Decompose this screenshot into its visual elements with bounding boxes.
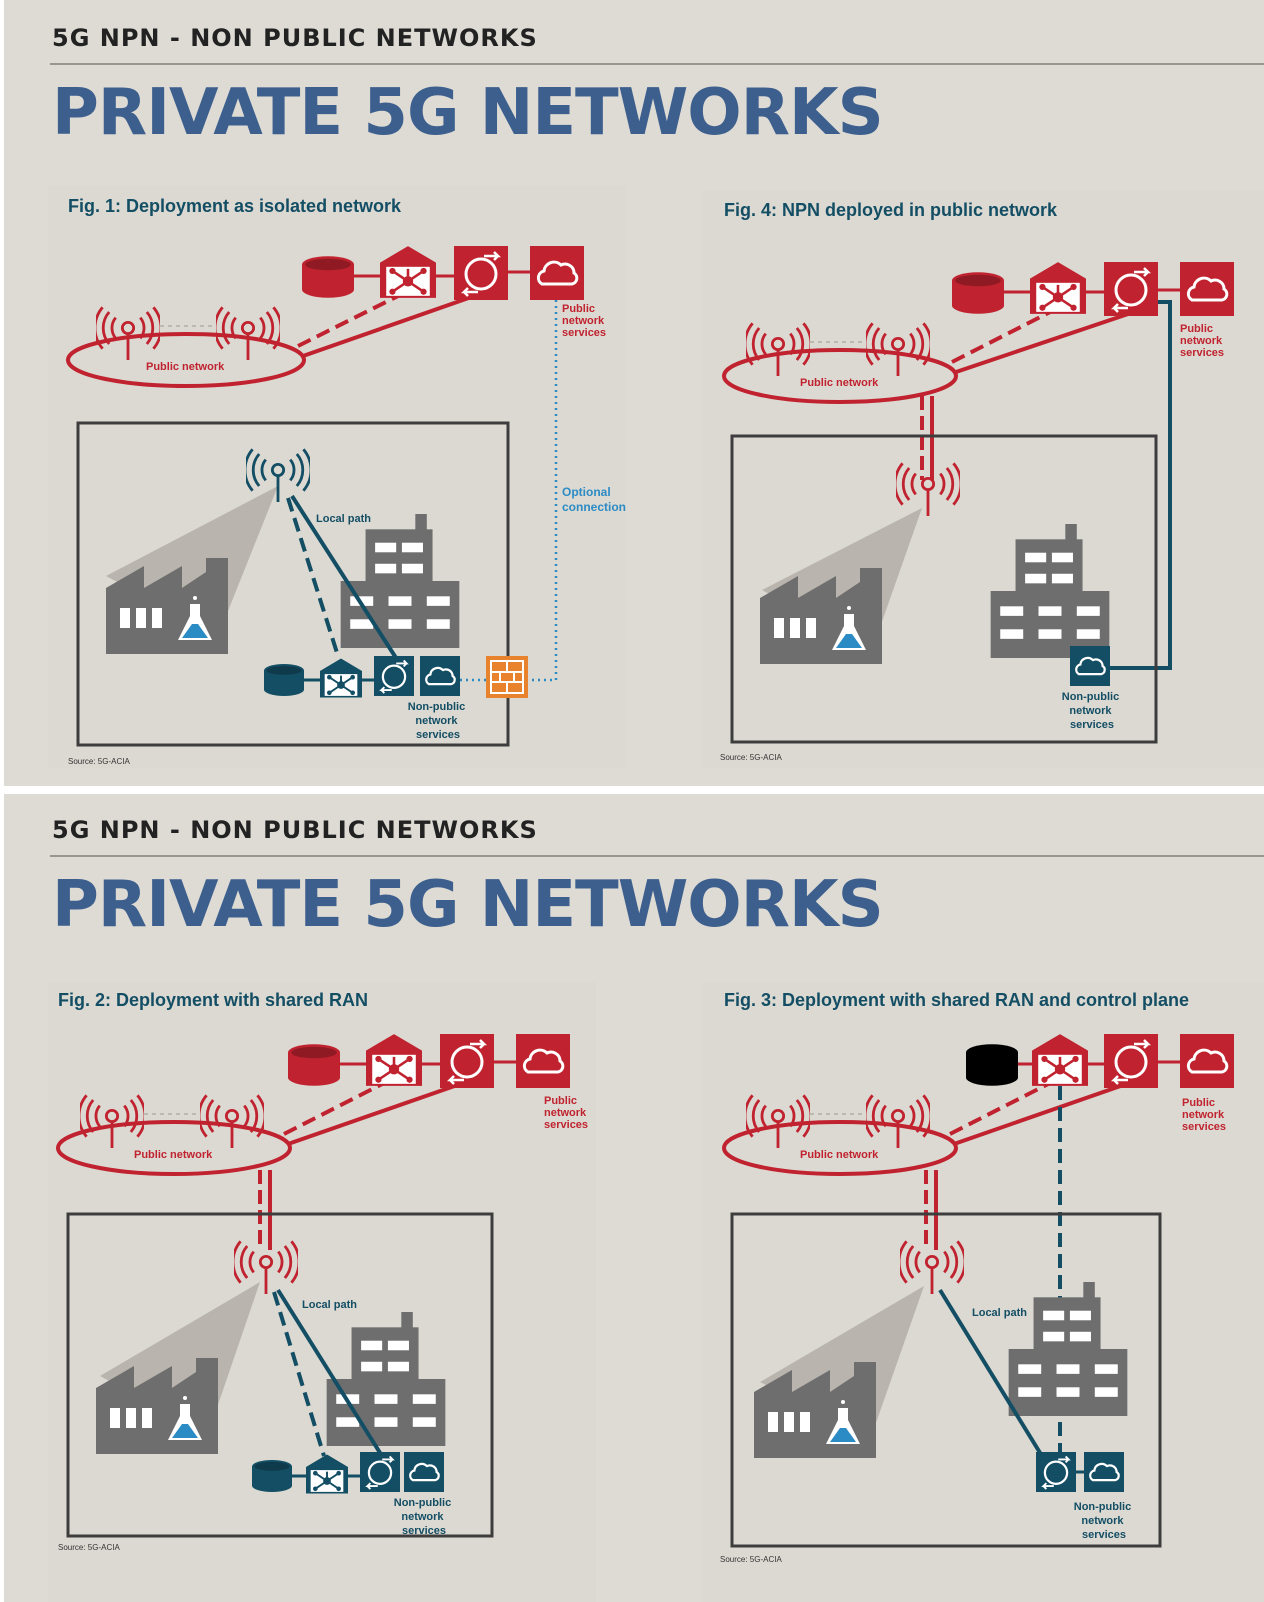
database-icon (966, 1044, 1018, 1086)
public-network-ellipse (722, 348, 958, 404)
cloud-icon (1070, 646, 1110, 686)
cloud-icon (420, 656, 460, 696)
public-services-label: Public network services (544, 1095, 589, 1131)
database-icon (952, 272, 1004, 314)
router-icon (360, 1452, 400, 1492)
figure-title: Fig. 1: Deployment as isolated network (68, 196, 402, 216)
local-path-label: Local path (316, 513, 371, 525)
slide-bottom: 5G NPN - NON PUBLIC NETWORKS PRIVATE 5G … (4, 794, 1264, 1602)
public-services-label: Public network services (562, 303, 607, 339)
source-label: Source: 5G-ACIA (68, 757, 130, 766)
slide-kicker: 5G NPN - NON PUBLIC NETWORKS (52, 816, 538, 844)
optional-connection-label: Optional connection (562, 485, 626, 514)
public-network-label: Public network (146, 361, 225, 373)
database-icon (252, 1460, 292, 1492)
router-icon (1104, 1034, 1158, 1088)
source-label: Source: 5G-ACIA (720, 753, 782, 762)
cloud-icon (530, 246, 584, 300)
public-services-label: Public network services (1182, 1097, 1227, 1133)
database-icon (302, 256, 354, 298)
private-site-boundary (730, 1212, 1162, 1548)
figure-4-npn-in-public-network: Fig. 4: NPN deployed in public network P… (702, 190, 1264, 768)
figure-title: Fig. 3: Deployment with shared RAN and c… (724, 990, 1189, 1010)
figure-title: Fig. 2: Deployment with shared RAN (58, 990, 368, 1010)
cloud-icon (516, 1034, 570, 1088)
public-services-label: Public network services (1180, 323, 1225, 359)
router-icon (440, 1034, 494, 1088)
nonpublic-services-label: Non-public network services (394, 1497, 455, 1537)
firewall-icon (486, 656, 528, 698)
router-icon (1104, 262, 1158, 316)
nonpublic-services-label: Non-public network services (1062, 691, 1123, 731)
public-network-label: Public network (800, 377, 879, 389)
router-icon (454, 246, 508, 300)
nonpublic-services-label: Non-public network services (408, 701, 469, 741)
slide-kicker: 5G NPN - NON PUBLIC NETWORKS (52, 24, 538, 52)
figure-3-shared-ran-control-plane: Fig. 3: Deployment with shared RAN and c… (702, 982, 1264, 1602)
private-site-boundary (76, 421, 510, 747)
divider (50, 63, 1264, 65)
local-path-label: Local path (972, 1307, 1027, 1319)
private-site-boundary (66, 1212, 494, 1538)
router-icon (374, 656, 414, 696)
database-icon (264, 664, 304, 696)
public-network-ellipse (722, 1120, 958, 1176)
local-path-label: Local path (302, 1299, 357, 1311)
page-title: PRIVATE 5G NETWORKS (52, 76, 884, 150)
source-label: Source: 5G-ACIA (720, 1555, 782, 1564)
cloud-icon (404, 1452, 444, 1492)
nonpublic-services-label: Non-public network services (1074, 1501, 1135, 1541)
divider (50, 855, 1264, 857)
cloud-icon (1180, 1034, 1234, 1088)
source-label: Source: 5G-ACIA (58, 1543, 120, 1552)
public-network-label: Public network (800, 1149, 879, 1161)
figure-1-isolated-network: Fig. 1: Deployment as isolated network P… (48, 186, 626, 768)
public-network-label: Public network (134, 1149, 213, 1161)
public-network-ellipse (56, 1120, 292, 1176)
cloud-icon (1084, 1452, 1124, 1492)
figure-title: Fig. 4: NPN deployed in public network (724, 200, 1058, 220)
router-icon (1036, 1452, 1076, 1492)
page-title: PRIVATE 5G NETWORKS (52, 868, 884, 942)
cloud-icon (1180, 262, 1234, 316)
figure-2-shared-ran: Fig. 2: Deployment with shared RAN Publi… (48, 982, 596, 1602)
database-icon (288, 1044, 340, 1086)
private-site-boundary (730, 434, 1158, 744)
public-network-ellipse (66, 332, 306, 388)
slide-top: 5G NPN - NON PUBLIC NETWORKS PRIVATE 5G … (4, 0, 1264, 786)
